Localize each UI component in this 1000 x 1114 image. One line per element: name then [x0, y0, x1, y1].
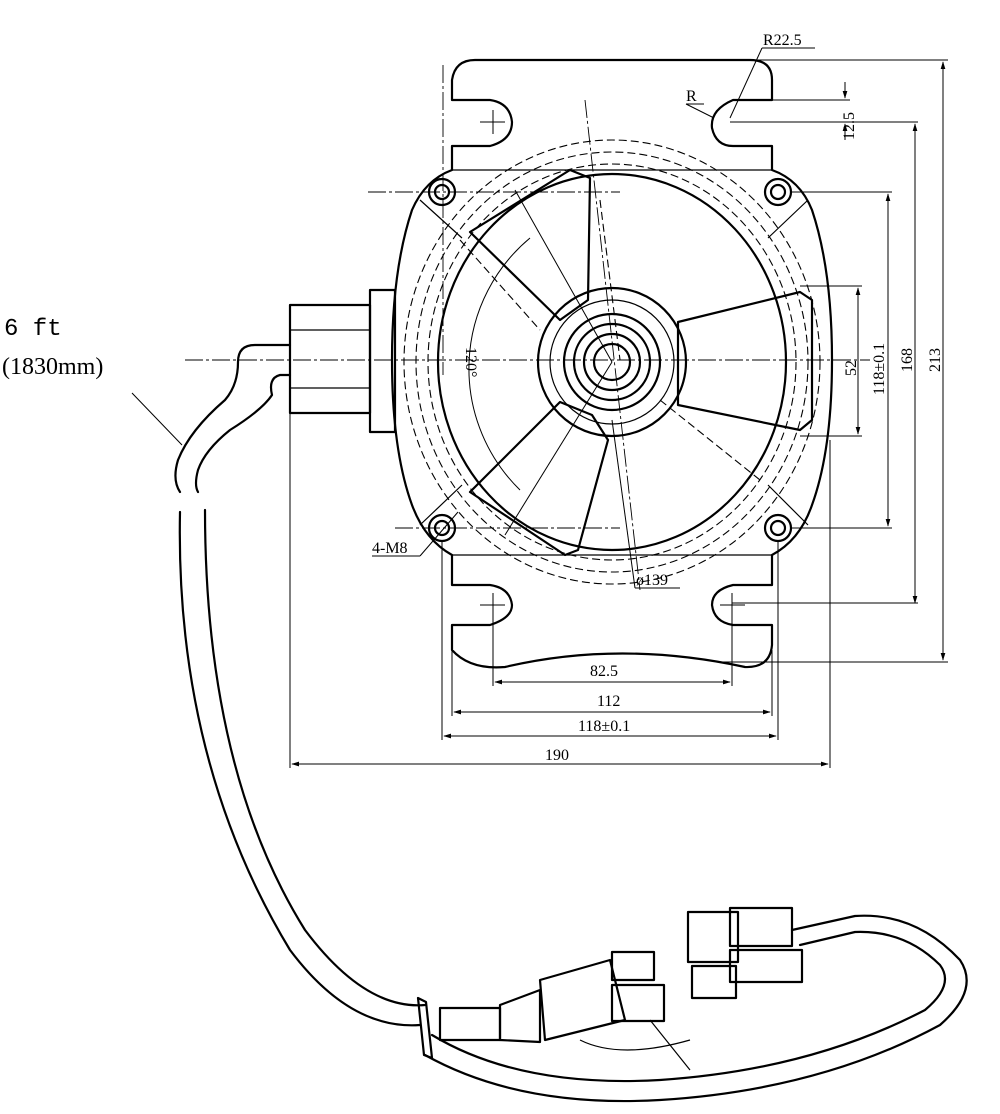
cable-length-ft: 6 ft	[4, 316, 62, 343]
dim-r-slot: R22.5	[763, 32, 802, 49]
dim-slot-pitch-h: 82.5	[590, 663, 618, 680]
corner-gussets	[419, 199, 809, 526]
hub	[536, 286, 688, 438]
cable-loop	[423, 914, 968, 1103]
dim-hole-pitch-v: 118±0.1	[871, 343, 888, 395]
cable-length-mm: (1830mm)	[2, 354, 103, 380]
dimension-lines	[131, 47, 948, 768]
cable-plug	[416, 906, 804, 1060]
dim-r-small: R	[686, 88, 697, 105]
flange-inner-line	[452, 169, 772, 556]
dim-slot-width: 12.5	[841, 112, 858, 140]
dim-threads: 4-M8	[372, 540, 408, 557]
dim-hub-height: 52	[843, 360, 860, 376]
dim-width-inner: 112	[597, 693, 620, 710]
mounting-plate-outline	[390, 58, 834, 669]
dim-angle: 120°	[462, 347, 479, 377]
side-connector	[288, 288, 397, 434]
cable	[174, 343, 427, 1027]
dim-height-total: 213	[927, 348, 944, 372]
angle-arc	[468, 237, 531, 491]
dim-ring-diameter: ø139	[636, 572, 668, 589]
dim-hole-pitch-h: 118±0.1	[578, 718, 630, 735]
housing-rings	[403, 139, 821, 585]
center-lines	[185, 65, 870, 617]
fan-blades	[459, 168, 814, 557]
dim-pitch-v-outer: 168	[899, 348, 916, 372]
dim-width-total: 190	[545, 747, 569, 764]
